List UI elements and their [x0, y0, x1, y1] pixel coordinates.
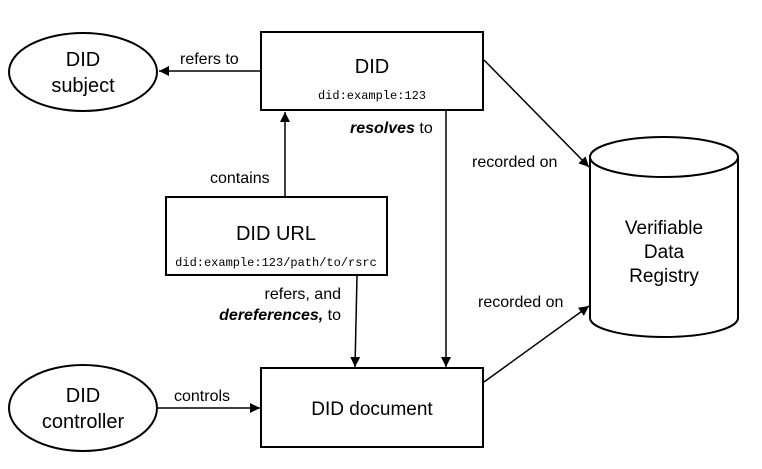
label-controls: controls — [174, 388, 230, 405]
registry-node: Verifiable Data Registry — [589, 136, 739, 338]
label-resolves-bold: resolves — [350, 120, 415, 137]
label-recorded-on-doc: recorded on — [478, 294, 563, 311]
label-contains: contains — [210, 170, 270, 187]
did-controller-label-1: DID — [66, 385, 100, 407]
label-refers-to: refers to — [180, 51, 239, 68]
label-resolves-to: resolves to — [350, 120, 433, 137]
did-url-title: DID URL — [236, 223, 316, 245]
did-document-node: DID document — [260, 367, 484, 448]
did-subject-label-2: subject — [51, 75, 115, 97]
did-url-node: DID URL did:example:123/path/to/rsrc — [165, 196, 388, 276]
did-controller-label-2: controller — [42, 411, 125, 433]
edge-dereferences-to — [350, 275, 361, 368]
registry-label-3: Registry — [629, 266, 699, 287]
label-dereferences-rest: to — [323, 307, 341, 324]
label-resolves-rest: to — [415, 120, 433, 137]
did-controller-node: DID controller — [8, 364, 158, 452]
did-document-title: DID document — [311, 399, 433, 420]
label-recorded-on-did: recorded on — [472, 154, 557, 171]
label-refers-and: refers, and — [265, 286, 341, 303]
did-url-example: did:example:123/path/to/rsrc — [175, 256, 377, 270]
registry-label-1: Verifiable — [625, 218, 703, 239]
label-dereferences-to: dereferences, to — [219, 307, 341, 324]
did-example: did:example:123 — [318, 89, 426, 103]
did-title: DID — [355, 56, 389, 78]
did-subject-node: DID subject — [8, 32, 158, 112]
edge-recorded-on-did — [483, 59, 590, 168]
label-dereferences-bold: dereferences, — [219, 307, 323, 324]
registry-label-2: Data — [644, 242, 685, 263]
did-subject-label-1: DID — [66, 49, 100, 71]
edge-recorded-on-doc — [483, 305, 590, 383]
did-node: DID did:example:123 — [260, 31, 484, 111]
